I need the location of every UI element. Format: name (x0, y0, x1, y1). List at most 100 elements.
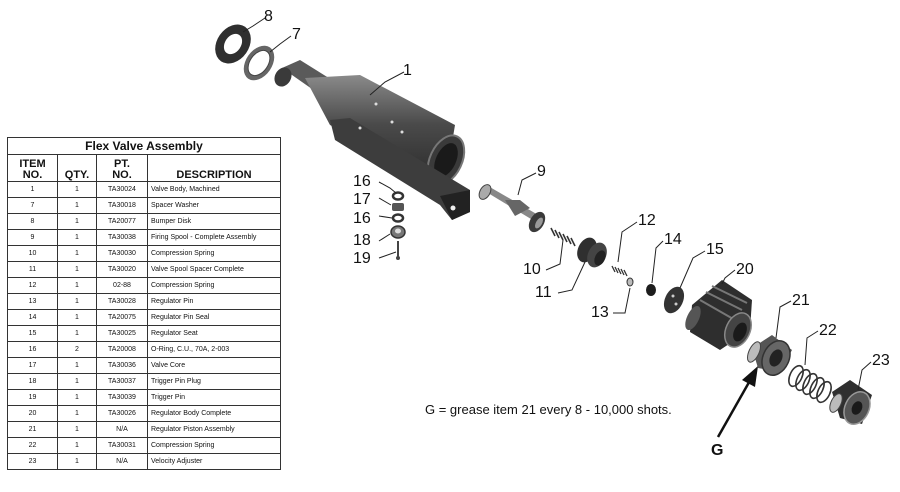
cell-item-no: 21 (7, 421, 58, 438)
part-8-bumper-disk (215, 24, 251, 64)
header-item-line2: NO. (22, 169, 43, 181)
part-20-regulator-body (685, 280, 753, 350)
cell-qty: 1 (57, 197, 97, 214)
cell-qty: 1 (57, 181, 97, 198)
part-17-valve-core (392, 203, 404, 211)
part-16-o-ring-top (391, 191, 405, 201)
header-pt-line2: NO. (112, 169, 132, 181)
cell-qty: 1 (57, 261, 97, 278)
cell-item-no: 23 (7, 453, 58, 470)
parts-table: Flex Valve Assembly ITEM NO. QTY. PT. NO… (7, 137, 281, 470)
cell-item-no: 15 (7, 325, 58, 342)
part-22-compression-spring (788, 364, 832, 404)
cell-description: Compression Spring (147, 437, 281, 454)
header-item-line1: ITEM (19, 158, 46, 170)
cell-pt-no: TA30030 (96, 245, 148, 262)
cell-description: Compression Spring (147, 277, 281, 294)
cell-pt-no: TA30020 (96, 261, 148, 278)
callout-16-top: 16 (353, 173, 371, 190)
cell-item-no: 13 (7, 293, 58, 310)
cell-qty: 1 (57, 373, 97, 390)
cell-pt-no: TA30024 (96, 181, 148, 198)
cell-pt-no: TA30025 (96, 325, 148, 342)
cell-qty: 1 (57, 405, 97, 422)
part-23-velocity-adjuster (829, 380, 872, 425)
cell-item-no: 10 (7, 245, 58, 262)
callout-13: 13 (591, 304, 609, 321)
callout-18: 18 (353, 232, 371, 249)
cell-qty: 1 (57, 421, 97, 438)
cell-pt-no: TA30031 (96, 437, 148, 454)
cell-description: Regulator Pin (147, 293, 281, 310)
cell-description: Trigger Pin (147, 389, 281, 406)
cell-qty: 1 (57, 293, 97, 310)
cell-description: Regulator Seat (147, 325, 281, 342)
part-9-firing-spool (478, 184, 546, 233)
cell-pt-no: TA30036 (96, 357, 148, 374)
cell-qty: 1 (57, 277, 97, 294)
callout-15: 15 (706, 241, 724, 258)
cell-pt-no: TA30018 (96, 197, 148, 214)
cell-qty: 1 (57, 229, 97, 246)
callout-23: 23 (872, 352, 890, 369)
callout-11: 11 (535, 284, 552, 301)
cell-description: Regulator Body Complete (147, 405, 281, 422)
cell-pt-no: TA20075 (96, 309, 148, 326)
cell-qty: 1 (57, 437, 97, 454)
cell-pt-no: TA30037 (96, 373, 148, 390)
header-description: DESCRIPTION (147, 154, 281, 182)
callout-10: 10 (523, 261, 541, 278)
callout-21: 21 (792, 292, 810, 309)
cell-description: Valve Spool Spacer Complete (147, 261, 281, 278)
cell-description: Bumper Disk (147, 213, 281, 230)
cell-item-no: 16 (7, 341, 58, 358)
cell-item-no: 9 (7, 229, 58, 246)
header-qty-line1: QTY. (64, 169, 90, 181)
part-13-regulator-pin (626, 277, 634, 287)
part-19-trigger-pin (396, 241, 400, 260)
grease-arrow (716, 366, 758, 438)
cell-pt-no: TA30028 (96, 293, 148, 310)
cell-pt-no: TA30039 (96, 389, 148, 406)
cell-item-no: 22 (7, 437, 58, 454)
part-16-o-ring-bottom (391, 213, 405, 223)
cell-description: Velocity Adjuster (147, 453, 281, 470)
cell-item-no: 18 (7, 373, 58, 390)
cell-item-no: 12 (7, 277, 58, 294)
cell-pt-no: N/A (96, 453, 148, 470)
cell-item-no: 8 (7, 213, 58, 230)
callout-16-bottom: 16 (353, 210, 371, 227)
cell-description: Spacer Washer (147, 197, 281, 214)
cell-qty: 2 (57, 341, 97, 358)
callout-14: 14 (664, 231, 682, 248)
part-21-regulator-piston (747, 335, 792, 376)
cell-qty: 1 (57, 309, 97, 326)
callout-9: 9 (537, 163, 546, 180)
cell-description: O-Ring, C.U., 70A, 2-003 (147, 341, 281, 358)
header-pt-no: PT. NO. (96, 154, 148, 182)
part-15-regulator-seat (663, 286, 685, 314)
cell-description: Valve Body, Machined (147, 181, 281, 198)
cell-description: Valve Core (147, 357, 281, 374)
cell-pt-no: TA20008 (96, 341, 148, 358)
cell-qty: 1 (57, 389, 97, 406)
cell-description: Firing Spool - Complete Assembly (147, 229, 281, 246)
header-pt-line1: PT. (114, 158, 130, 170)
table-header-row: ITEM NO. QTY. PT. NO. DESCRIPTION (7, 154, 281, 182)
leader-lines (242, 17, 872, 391)
part-14-regulator-pin-seal (646, 284, 656, 296)
